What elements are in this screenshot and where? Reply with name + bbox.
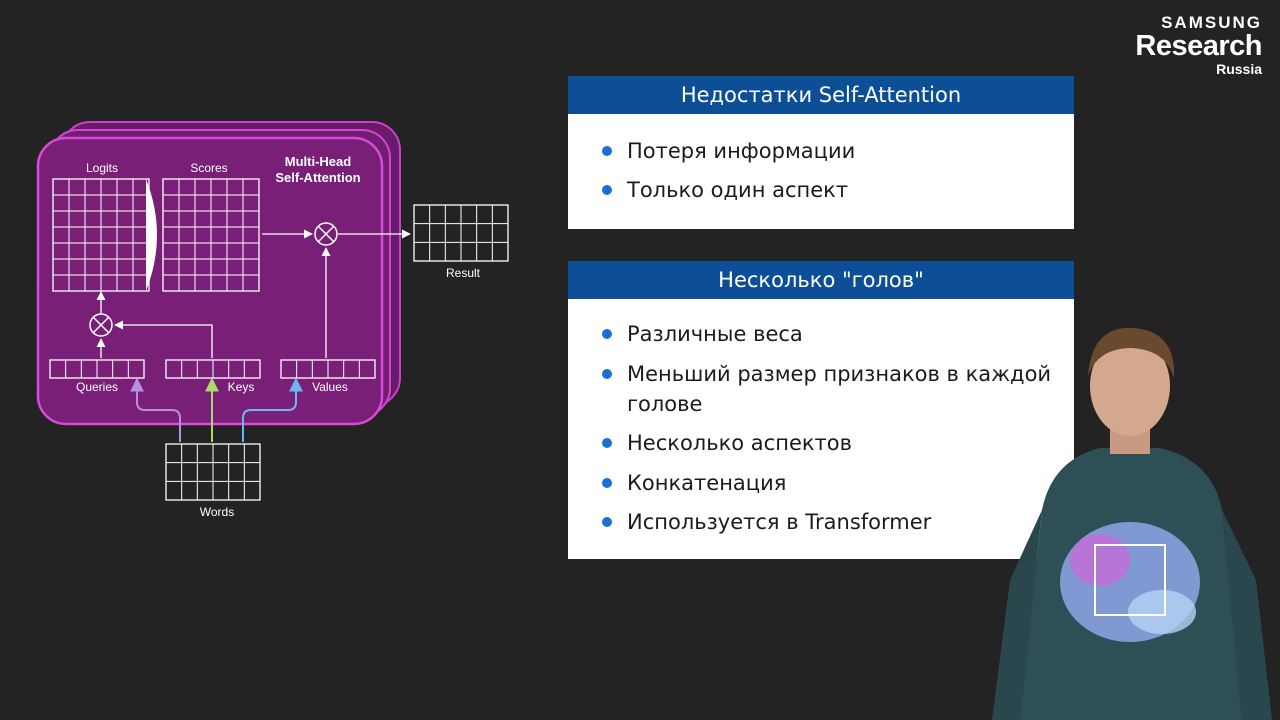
keys-to-multiply-arrow (114, 320, 213, 358)
diagram-title-line1: Multi-Head (285, 154, 352, 169)
keys-label: Keys (228, 380, 255, 394)
list-item: Конкатенация (568, 468, 1074, 498)
presenter-hair (1088, 327, 1175, 378)
bullet-dot (602, 146, 612, 156)
list-item-text: Только один аспект (627, 178, 849, 202)
logo-region: Russia (1216, 61, 1262, 77)
values-vector (280, 359, 376, 379)
scores-grid (162, 178, 260, 292)
list-item: Несколько аспектов (568, 428, 1074, 458)
values-label: Values (312, 380, 348, 394)
multiply-node-top (314, 222, 338, 246)
list-item: Только один аспект (568, 175, 1074, 205)
drawbacks-list: Потеря информации Только один аспект (568, 114, 1074, 205)
logo-brand: SAMSUNG (1161, 13, 1262, 32)
multi-head-attention-diagram: Multi-Head Self-Attention Logits Scores (36, 121, 509, 519)
words-label: Words (200, 505, 234, 519)
bullet-dot (602, 368, 612, 379)
queries-vector (49, 359, 145, 379)
presenter-head (1090, 336, 1170, 436)
presenter-video (992, 327, 1272, 720)
diagram-title-line2: Self-Attention (275, 170, 360, 185)
list-item-text: Конкатенация (627, 470, 787, 495)
bullet-dot (602, 329, 612, 339)
list-item: Меньший размер признаков в каждой голове (568, 359, 1074, 419)
logits-grid (52, 178, 150, 292)
multiply-node-bottom (89, 313, 113, 337)
result-grid (413, 204, 509, 262)
words-grid (165, 443, 261, 501)
words-to-queries-arrow (130, 377, 181, 442)
list-item-text: Используется в Transformer (627, 510, 932, 534)
bullet-dot (602, 185, 612, 195)
logits-label: Logits (86, 161, 118, 175)
bullet-dot (602, 438, 612, 448)
head-layer-front (36, 136, 384, 426)
presenter-right-arm (1222, 510, 1272, 720)
list-item: Различные веса (568, 319, 1074, 349)
list-item-text: Потеря информации (627, 139, 856, 163)
list-item-text: Различные веса (627, 322, 803, 346)
bullet-dot (602, 477, 612, 488)
multi-head-box: Несколько "голов" Различные веса Меньший… (568, 261, 1074, 559)
samsung-research-logo: SAMSUNG Research Russia (1135, 14, 1262, 76)
list-item: Потеря информации (568, 136, 1074, 166)
bullet-dot (602, 517, 612, 527)
drawbacks-header: Недостатки Self-Attention (568, 76, 1074, 114)
multi-head-header: Несколько "голов" (568, 261, 1074, 299)
result-label: Result (446, 266, 481, 280)
tshirt-print-icon (1060, 522, 1200, 642)
queries-label: Queries (76, 380, 118, 394)
drawbacks-box: Недостатки Self-Attention Потеря информа… (568, 76, 1074, 229)
list-item-text: Меньший размер признаков в каждой голове (627, 361, 1052, 416)
logo-title: Research (1135, 30, 1262, 62)
list-item-text: Несколько аспектов (627, 431, 853, 455)
words-to-values-arrow (242, 377, 303, 442)
scores-label: Scores (190, 161, 227, 175)
list-item: Используется в Transformer (568, 507, 1074, 537)
multi-head-list: Различные веса Меньший размер признаков … (568, 299, 1074, 537)
presenter-left-arm (992, 510, 1042, 720)
